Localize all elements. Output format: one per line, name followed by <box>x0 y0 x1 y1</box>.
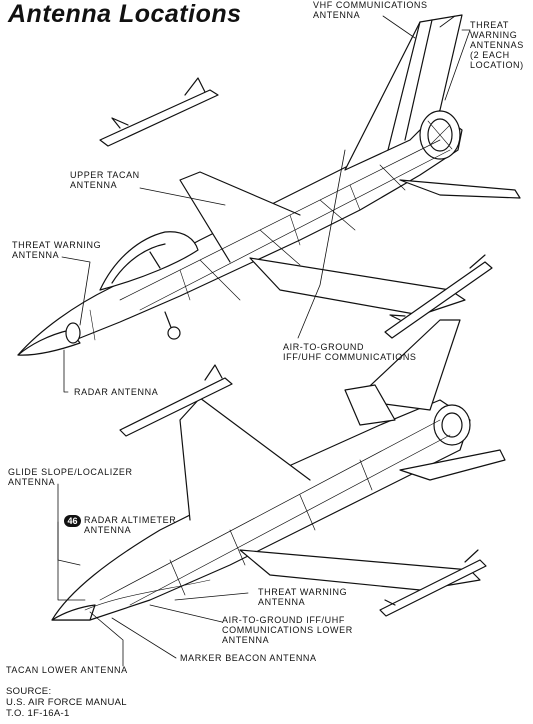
radar-altimeter-antenna-label: RADAR ALTIMETER ANTENNA <box>84 515 177 535</box>
tacan-lower-antenna-label: TACAN LOWER ANTENNA <box>6 665 128 675</box>
air-to-ground-lower-antenna-label: AIR-TO-GROUND IFF/UHF COMMUNICATIONS LOW… <box>222 615 353 645</box>
threat-warning-antenna-nose-label: THREAT WARNING ANTENNA <box>12 240 102 260</box>
radar-antenna-label: RADAR ANTENNA <box>74 387 159 397</box>
upper-view-aircraft <box>17 14 521 356</box>
upper-tacan-antenna-label: UPPER TACAN ANTENNA <box>70 170 140 190</box>
leader-lines <box>57 15 471 667</box>
threat-warning-antenna-lower-label: THREAT WARNING ANTENNA <box>258 587 348 607</box>
air-to-ground-iff-uhf-label: AIR-TO-GROUND IFF/UHF COMMUNICATIONS <box>283 342 417 362</box>
threat-warning-antennas-tail-label: THREAT WARNING ANTENNAS (2 EACH LOCATION… <box>470 20 524 70</box>
glide-slope-localizer-antenna-label: GLIDE SLOPE/LOCALIZER ANTENNA <box>8 467 133 487</box>
page-title: Antenna Locations <box>8 0 242 28</box>
marker-beacon-antenna-label: MARKER BEACON ANTENNA <box>180 653 317 663</box>
lower-view-aircraft <box>51 319 506 621</box>
source-citation: SOURCE: U.S. AIR FORCE MANUAL T.O. 1F-16… <box>6 686 127 719</box>
vhf-communications-antenna-label: VHF COMMUNICATIONS ANTENNA <box>313 0 428 20</box>
page-number-badge: 46 <box>64 515 81 527</box>
